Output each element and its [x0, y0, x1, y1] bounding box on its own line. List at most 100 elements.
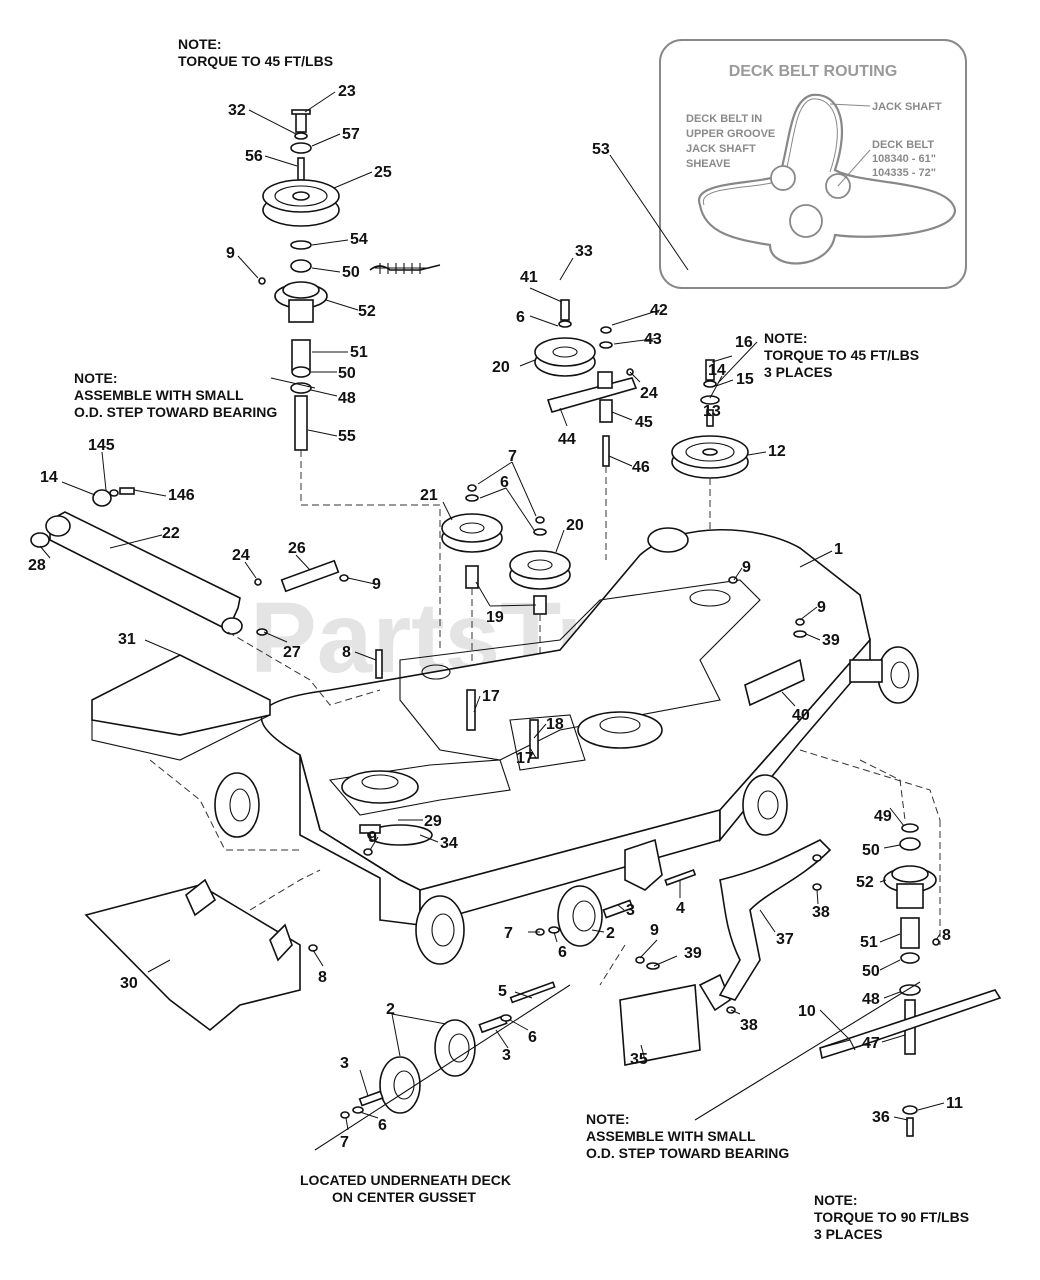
callout-labels: 23 32 57 56 25 54 9 50 52 51 50 48 55 14… [28, 83, 963, 1151]
svg-text:32: 32 [228, 102, 246, 119]
svg-text:50: 50 [862, 842, 880, 859]
svg-text:38: 38 [812, 904, 830, 921]
svg-text:6: 6 [500, 474, 509, 491]
svg-text:50: 50 [862, 963, 880, 980]
svg-text:55: 55 [338, 428, 356, 445]
svg-text:48: 48 [338, 390, 356, 407]
assembly-lines [149, 631, 906, 986]
svg-text:21: 21 [420, 487, 438, 504]
svg-text:23: 23 [338, 83, 356, 100]
svg-text:8: 8 [318, 969, 327, 986]
svg-text:9: 9 [368, 829, 377, 846]
svg-text:44: 44 [558, 431, 576, 448]
svg-text:39: 39 [822, 632, 840, 649]
svg-text:30: 30 [120, 975, 138, 992]
deck-belt-routing-panel: DECK BELT ROUTING DECK BELT IN UPPER GRO… [659, 39, 967, 289]
svg-text:50: 50 [342, 264, 360, 281]
svg-text:6: 6 [558, 944, 567, 961]
svg-text:7: 7 [340, 1134, 349, 1151]
svg-text:6: 6 [378, 1117, 387, 1134]
belt-routing-deck-belt-label: DECK BELT 108340 - 61" 104335 - 72" [872, 139, 939, 179]
svg-text:12: 12 [768, 443, 786, 460]
svg-text:24: 24 [232, 547, 250, 564]
svg-text:9: 9 [372, 576, 381, 593]
svg-text:16: 16 [735, 334, 753, 351]
svg-text:29: 29 [424, 813, 442, 830]
svg-text:3: 3 [626, 902, 635, 919]
svg-text:9: 9 [226, 245, 235, 262]
svg-text:45: 45 [635, 414, 653, 431]
svg-text:5: 5 [498, 983, 507, 1000]
mower-deck [214, 527, 919, 965]
idler-pulleys [441, 484, 571, 760]
svg-text:52: 52 [856, 874, 874, 891]
shields [84, 654, 832, 1066]
svg-text:42: 42 [650, 302, 668, 319]
svg-text:14: 14 [708, 362, 726, 379]
svg-text:47: 47 [862, 1035, 880, 1052]
svg-text:11: 11 [946, 1095, 963, 1112]
svg-text:53: 53 [592, 141, 610, 158]
svg-text:17: 17 [482, 688, 500, 705]
note-torque-bottom: NOTE: TORQUE TO 90 FT/LBS 3 PLACES [814, 1192, 970, 1242]
svg-text:37: 37 [776, 931, 794, 948]
svg-text:31: 31 [118, 631, 136, 648]
svg-text:20: 20 [566, 517, 584, 534]
svg-text:9: 9 [650, 922, 659, 939]
svg-text:15: 15 [736, 371, 754, 388]
blade-spindle-assembly [694, 749, 1002, 1137]
svg-text:51: 51 [350, 344, 368, 361]
svg-text:25: 25 [374, 164, 392, 181]
note-located-underneath: LOCATED UNDERNEATH DECK ON CENTER GUSSET [300, 1172, 512, 1205]
svg-text:2: 2 [386, 1001, 395, 1018]
svg-text:26: 26 [288, 540, 306, 557]
svg-text:24: 24 [640, 385, 658, 402]
svg-text:20: 20 [492, 359, 510, 376]
gauge-wheels [314, 868, 697, 1151]
svg-text:14: 14 [40, 469, 58, 486]
svg-text:57: 57 [342, 126, 360, 143]
svg-text:28: 28 [28, 557, 46, 574]
belt-routing-title: DECK BELT ROUTING [729, 63, 898, 80]
svg-text:50: 50 [338, 365, 356, 382]
svg-text:49: 49 [874, 808, 892, 825]
svg-text:18: 18 [546, 716, 564, 733]
note-assemble-bottom: NOTE: ASSEMBLE WITH SMALL O.D. STEP TOWA… [586, 1111, 790, 1161]
svg-text:2: 2 [606, 925, 615, 942]
note-torque-top: NOTE: TORQUE TO 45 FT/LBS [178, 36, 334, 69]
svg-text:7: 7 [508, 448, 517, 465]
belt-routing-left-label: DECK BELT IN UPPER GROOVE JACK SHAFT SHE… [686, 113, 778, 170]
svg-text:13: 13 [703, 403, 721, 420]
svg-text:54: 54 [350, 231, 368, 248]
svg-text:1: 1 [834, 541, 843, 558]
svg-text:145: 145 [88, 437, 115, 454]
svg-text:9: 9 [742, 559, 751, 576]
svg-text:19: 19 [486, 609, 504, 626]
svg-text:52: 52 [358, 303, 376, 320]
svg-text:38: 38 [740, 1017, 758, 1034]
svg-text:8: 8 [942, 927, 951, 944]
svg-text:39: 39 [684, 945, 702, 962]
svg-text:3: 3 [502, 1047, 511, 1064]
belt-routing-jack-shaft-label: JACK SHAFT [872, 101, 942, 113]
svg-text:3: 3 [340, 1055, 349, 1072]
svg-text:35: 35 [630, 1051, 648, 1068]
svg-text:22: 22 [162, 525, 180, 542]
svg-text:9: 9 [817, 599, 826, 616]
note-torque-right: NOTE: TORQUE TO 45 FT/LBS 3 PLACES [764, 330, 920, 380]
svg-text:51: 51 [860, 934, 878, 951]
svg-text:6: 6 [528, 1029, 537, 1046]
svg-text:27: 27 [283, 644, 301, 661]
svg-text:6: 6 [516, 309, 525, 326]
svg-text:43: 43 [644, 331, 662, 348]
svg-text:36: 36 [872, 1109, 890, 1126]
svg-text:7: 7 [504, 925, 513, 942]
idler-arm-assembly [30, 487, 349, 636]
svg-text:17: 17 [516, 750, 534, 767]
tension-arm-assembly [369, 263, 638, 560]
svg-text:56: 56 [245, 148, 263, 165]
svg-text:46: 46 [632, 459, 650, 476]
svg-text:34: 34 [440, 835, 458, 852]
svg-text:33: 33 [575, 243, 593, 260]
